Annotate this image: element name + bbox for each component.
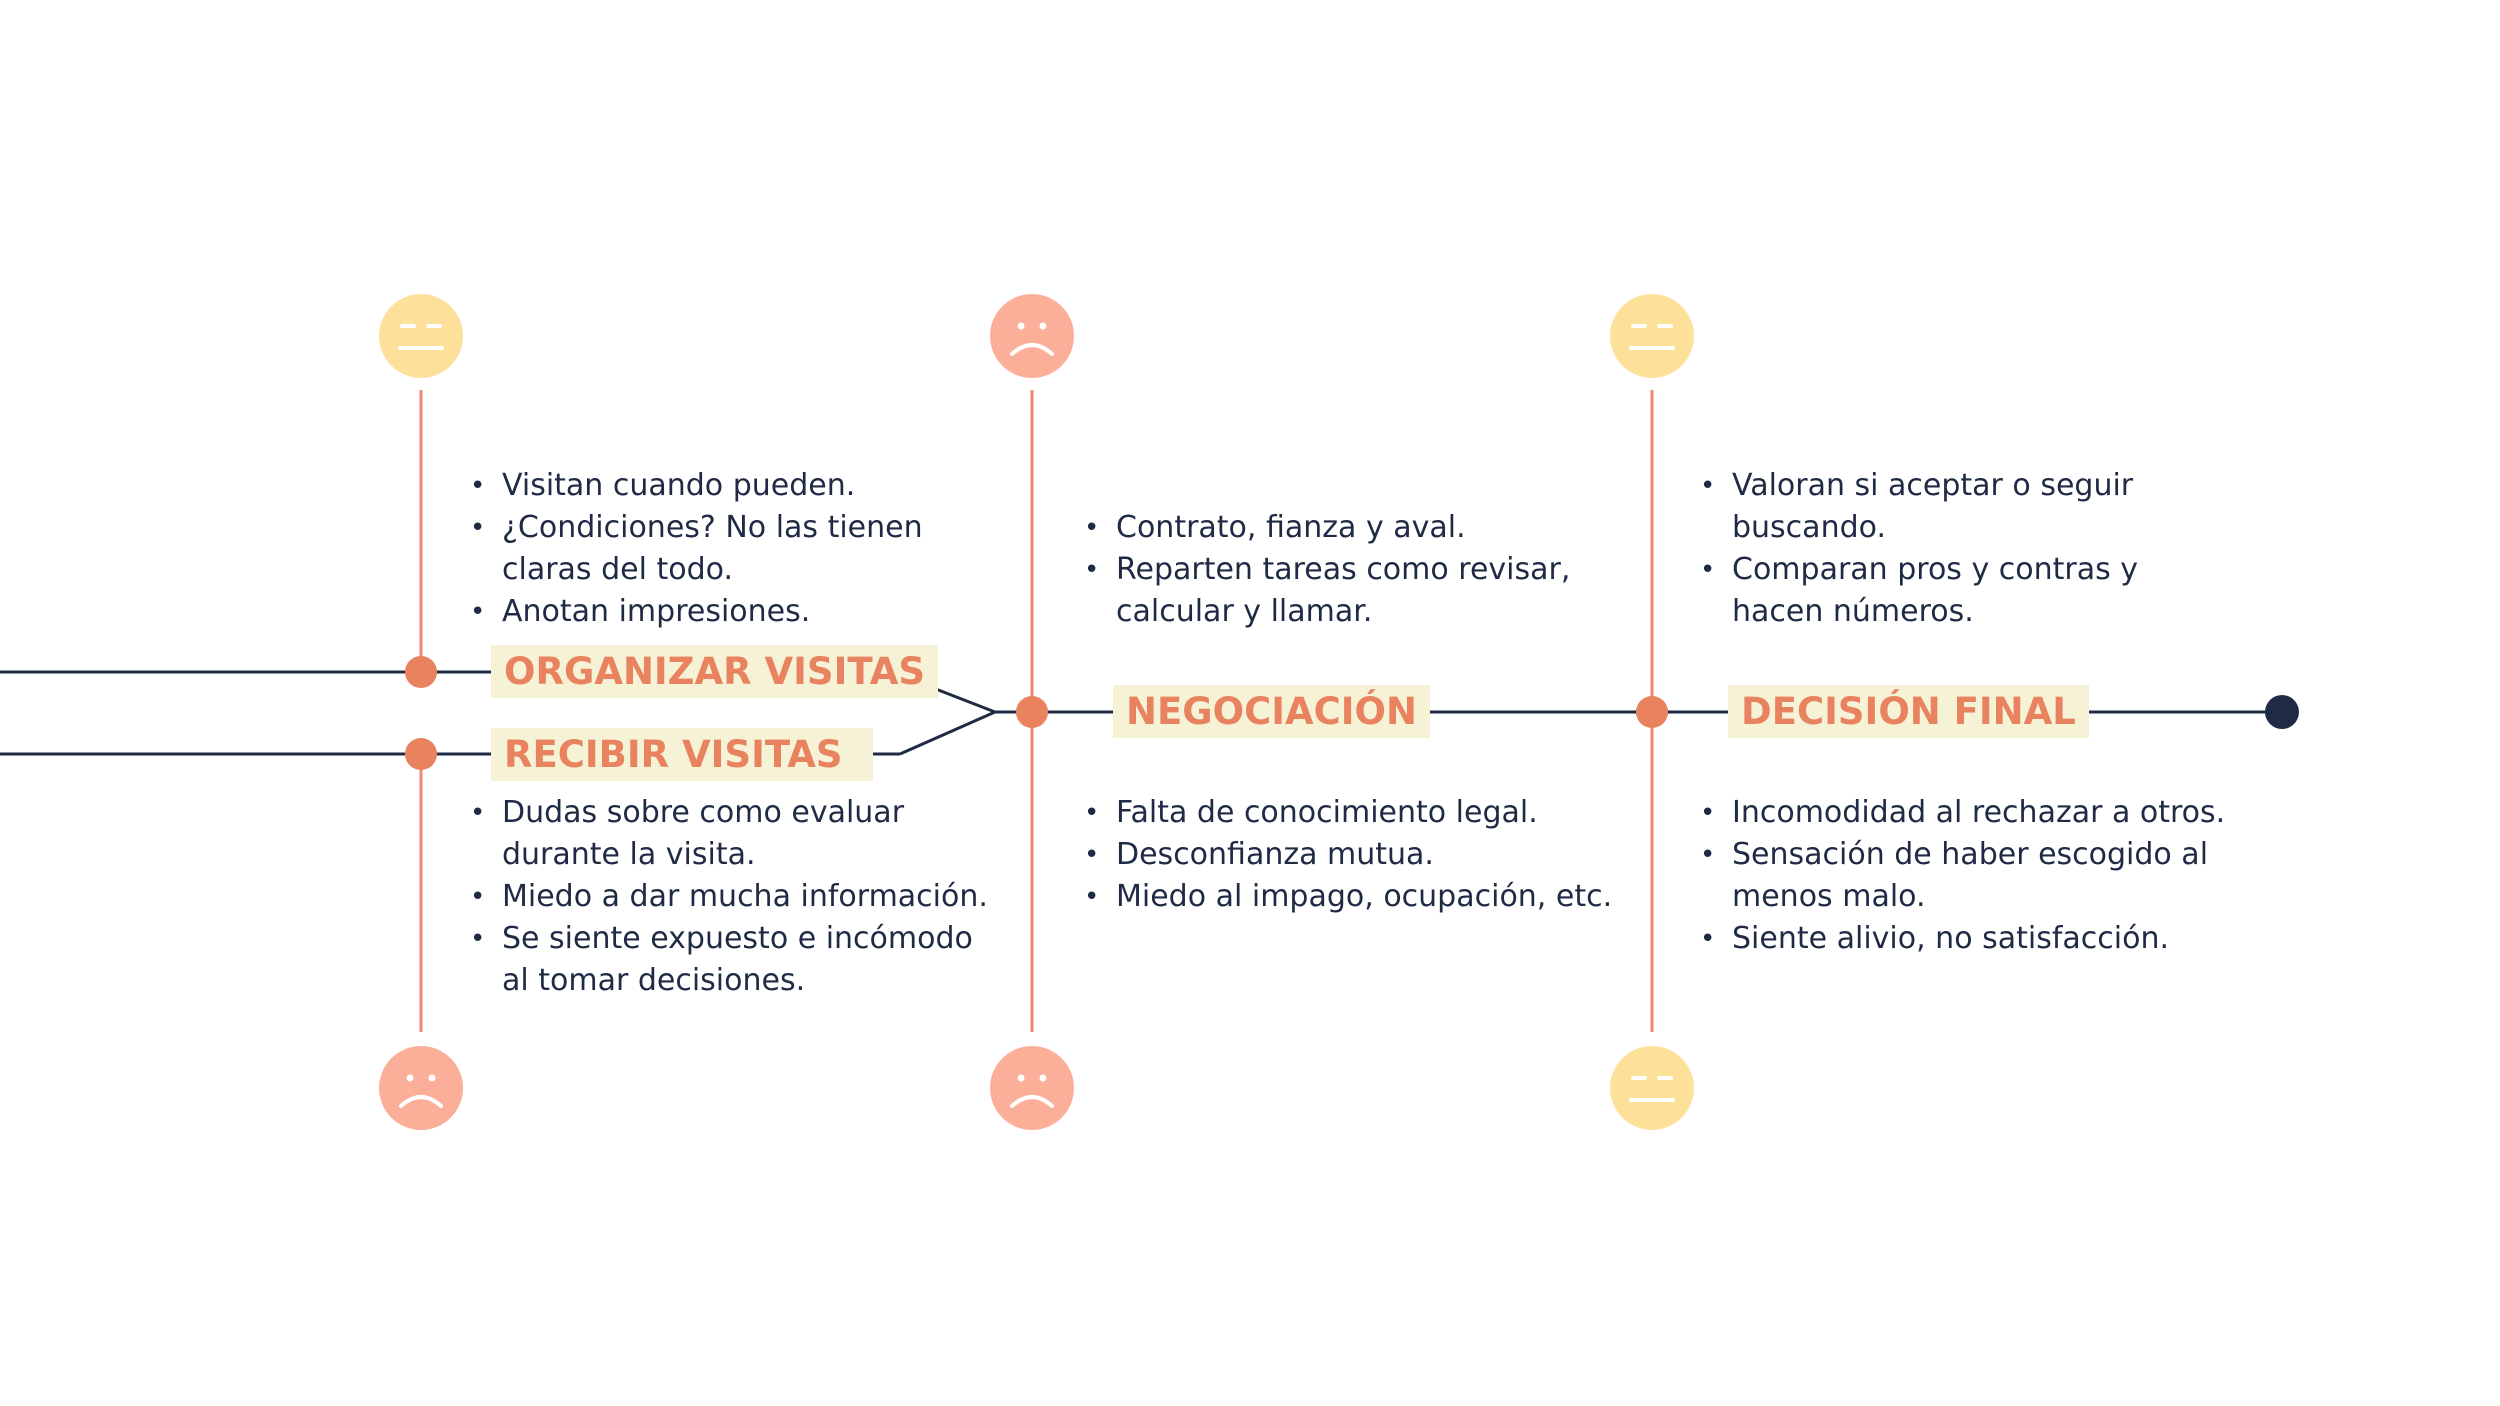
list-item: Desconfianza mutua. (1084, 834, 1612, 876)
list-item: Visitan cuando pueden. (470, 465, 923, 507)
sad-face-icon (379, 1046, 463, 1130)
list-item: Comparan pros y contras y (1700, 549, 2138, 591)
timeline-nodes (405, 656, 2299, 770)
list-item: ¿Condiciones? No las tienen (470, 507, 923, 549)
stage-label-negociacion: NEGOCIACIÓN (1113, 685, 1430, 738)
list-item: menos malo. (1732, 879, 1926, 914)
timeline-merge-lower (899, 710, 996, 756)
stage-label-decision-final: DECISIÓN FINAL (1728, 685, 2089, 738)
list-item: Se siente expuesto e incómodo (470, 918, 988, 960)
list-item: hacen números. (1732, 594, 1974, 629)
list-item: Reparten tareas como revisar, (1084, 549, 1570, 591)
stage-label-organizar-visitas: ORGANIZAR VISITAS (491, 645, 938, 698)
list-item: claras del todo. (502, 552, 733, 587)
neutral-face-icon (379, 294, 463, 378)
list-item: Incomodidad al rechazar a otros. (1700, 792, 2225, 834)
node-end (2265, 695, 2299, 729)
node-negociacion (1016, 696, 1048, 728)
list-item: calcular y llamar. (1116, 594, 1373, 629)
sad-face-icon (990, 1046, 1074, 1130)
notes-organizar-visitas: Visitan cuando pueden. ¿Condiciones? No … (470, 465, 923, 633)
list-item: Dudas sobre como evaluar (470, 792, 988, 834)
notes-negociacion-top: Contrato, fianza y aval. Reparten tareas… (1084, 507, 1570, 633)
list-item: Sensación de haber escogido al (1700, 834, 2225, 876)
stage-label-recibir-visitas: RECIBIR VISITAS (491, 728, 873, 781)
list-item: Anotan impresiones. (470, 591, 923, 633)
sad-face-icon (990, 294, 1074, 378)
neutral-face-icon (1610, 294, 1694, 378)
list-item: Valoran si aceptar o seguir (1700, 465, 2138, 507)
node-organizar (405, 656, 437, 688)
list-item: Miedo al impago, ocupación, etc. (1084, 876, 1612, 918)
list-item: durante la visita. (502, 837, 756, 872)
node-recibir (405, 738, 437, 770)
node-decision (1636, 696, 1668, 728)
list-item: Siente alivio, no satisfacción. (1700, 918, 2225, 960)
list-item: Miedo a dar mucha información. (470, 876, 988, 918)
list-item: Falta de conocimiento legal. (1084, 792, 1612, 834)
notes-negociacion-bottom: Falta de conocimiento legal. Desconfianz… (1084, 792, 1612, 918)
notes-recibir-visitas: Dudas sobre como evaluar durante la visi… (470, 792, 988, 1002)
notes-decision-final-bottom: Incomodidad al rechazar a otros. Sensaci… (1700, 792, 2225, 960)
list-item: buscando. (1732, 510, 1886, 545)
notes-decision-final-top: Valoran si aceptar o seguir buscando. Co… (1700, 465, 2138, 633)
neutral-face-icon (1610, 1046, 1694, 1130)
list-item: Contrato, fianza y aval. (1084, 507, 1570, 549)
list-item: al tomar decisiones. (502, 963, 806, 998)
